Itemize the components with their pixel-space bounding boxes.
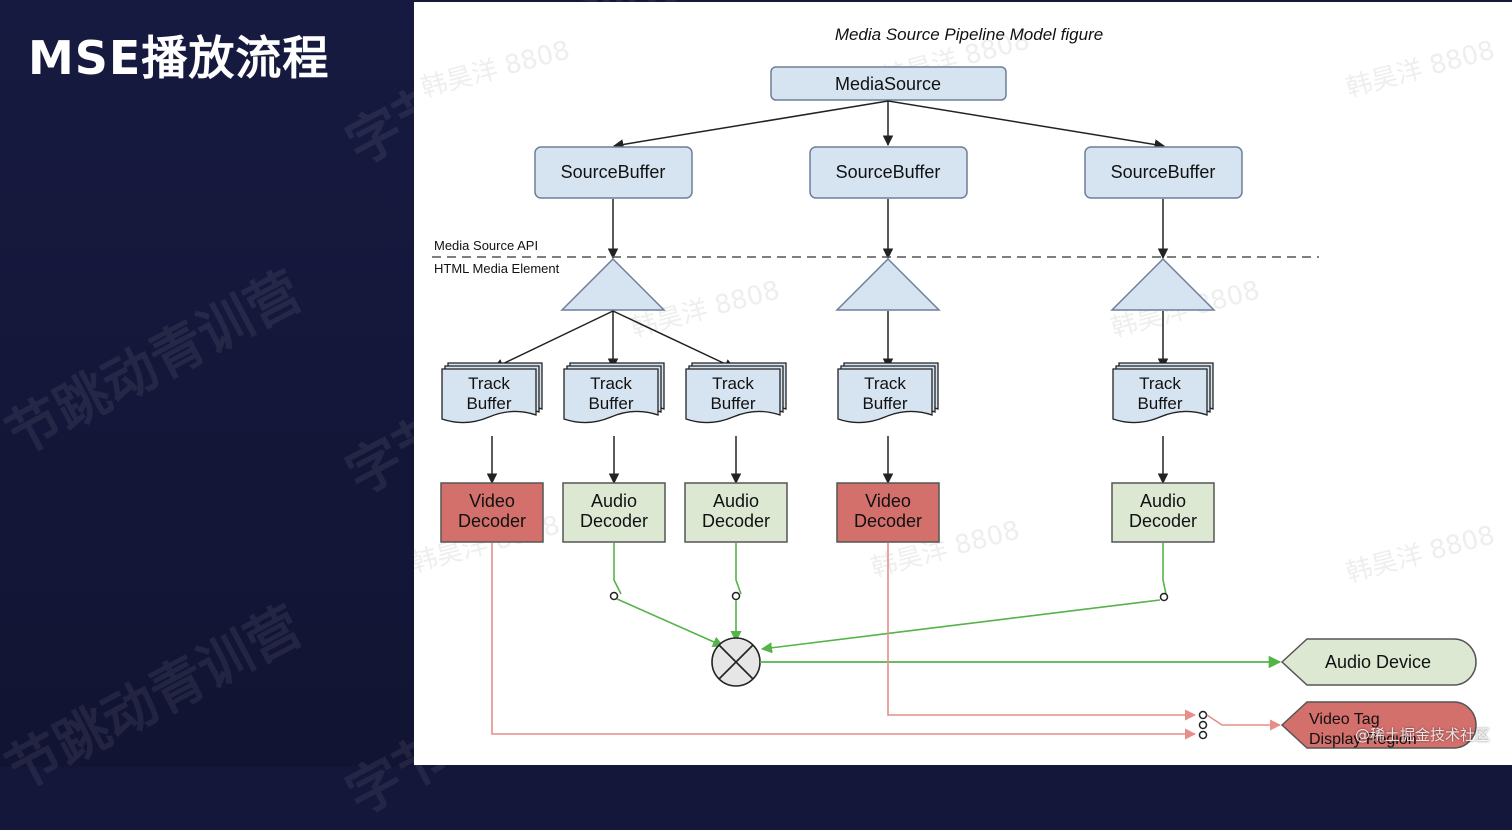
switch-terminal: [1198, 720, 1208, 730]
source-buffer-box: [534, 146, 693, 199]
switch-terminal: [731, 591, 741, 601]
decoder-label: Decoder: [580, 511, 648, 531]
switch-terminal: [609, 591, 619, 601]
track-buffer-label: Buffer: [466, 394, 511, 413]
watermark-text: 节跳动青训营: [0, 594, 312, 803]
arrow: [612, 100, 889, 150]
audio-line: [616, 598, 725, 648]
decoder-label: Video: [469, 491, 515, 511]
track-buffer-label: Track: [864, 374, 906, 393]
audio-switch: [1162, 543, 1167, 595]
video-region-label-1: Video Tag: [1309, 711, 1380, 728]
arrow: [887, 100, 1166, 150]
decoder-label: Video: [865, 491, 911, 511]
audio-line: [760, 599, 1161, 654]
switch-terminal: [1198, 710, 1208, 720]
source-buffer-label: SourceBuffer: [836, 162, 941, 182]
left-panel: MSE播放流程 字节跳动青训营 节跳动青训营 字节跳动青训营 节跳动青训营 字节…: [0, 0, 699, 827]
video-line: [491, 543, 1197, 740]
decoder-label: Decoder: [702, 511, 770, 531]
element-label: HTML Media Element: [434, 261, 560, 276]
track-buffer-label: Track: [712, 374, 754, 393]
demux-triangle: [1110, 257, 1216, 311]
source-buffer-label: SourceBuffer: [1111, 162, 1216, 182]
track-buffer-label: Track: [1139, 374, 1181, 393]
switch-terminal: [1198, 730, 1208, 740]
track-buffer-label: Track: [468, 374, 510, 393]
track-buffer-label: Track: [590, 374, 632, 393]
media-source-box: [770, 66, 1007, 101]
source-buffer-box: [1084, 146, 1243, 199]
track-buffer-label: Buffer: [710, 394, 755, 413]
pipeline-diagram: 韩昊洋 8808 韩昊洋 8808 韩昊洋 8808 韩昊洋 8808 韩昊洋 …: [414, 2, 1512, 765]
decoder-label: Decoder: [854, 511, 922, 531]
audio-device-label: Audio Device: [1325, 652, 1431, 672]
audio-switch: [613, 543, 622, 595]
switch-terminal: [1159, 592, 1169, 602]
decoder-label: Decoder: [458, 511, 526, 531]
source-buffer-box: [809, 146, 968, 199]
track-buffer-label: Buffer: [862, 394, 907, 413]
mixer-cross: [718, 644, 754, 680]
audio-switch: [735, 543, 742, 595]
audio-device-shape: [1280, 638, 1477, 686]
watermark-text: 韩昊洋 8808: [1343, 520, 1498, 588]
watermark-text: 节跳动青训营: [0, 259, 312, 468]
pipeline-diagram-svg: 韩昊洋 8808 韩昊洋 8808 韩昊洋 8808 韩昊洋 8808 韩昊洋 …: [414, 25, 1498, 749]
track-buffer-label: Buffer: [588, 394, 633, 413]
demux-triangle: [560, 257, 666, 311]
demux-triangle: [835, 257, 941, 311]
watermark-text: 韩昊洋 8808: [418, 35, 573, 103]
slide-title: MSE播放流程: [28, 31, 330, 85]
media-source-label: MediaSource: [835, 74, 941, 94]
track-buffer-label: Buffer: [1137, 394, 1182, 413]
decoder-label: Decoder: [1129, 511, 1197, 531]
video-region-label-2: Display Region: [1309, 731, 1417, 748]
api-label: Media Source API: [434, 238, 538, 253]
source-buffer-label: SourceBuffer: [561, 162, 666, 182]
decoder-label: Audio: [713, 491, 759, 511]
arrow: [493, 310, 614, 369]
watermark-text: 韩昊洋 8808: [1343, 35, 1498, 103]
decoder-label: Audio: [591, 491, 637, 511]
video-region-shape: [1280, 701, 1477, 749]
video-line: [887, 543, 1197, 721]
video-switch-line: [1206, 714, 1282, 731]
decoder-label: Audio: [1140, 491, 1186, 511]
footer-watermark: @稀土掘金技术社区: [1354, 726, 1490, 744]
arrow: [612, 310, 735, 369]
figure-title: Media Source Pipeline Model figure: [835, 25, 1103, 44]
